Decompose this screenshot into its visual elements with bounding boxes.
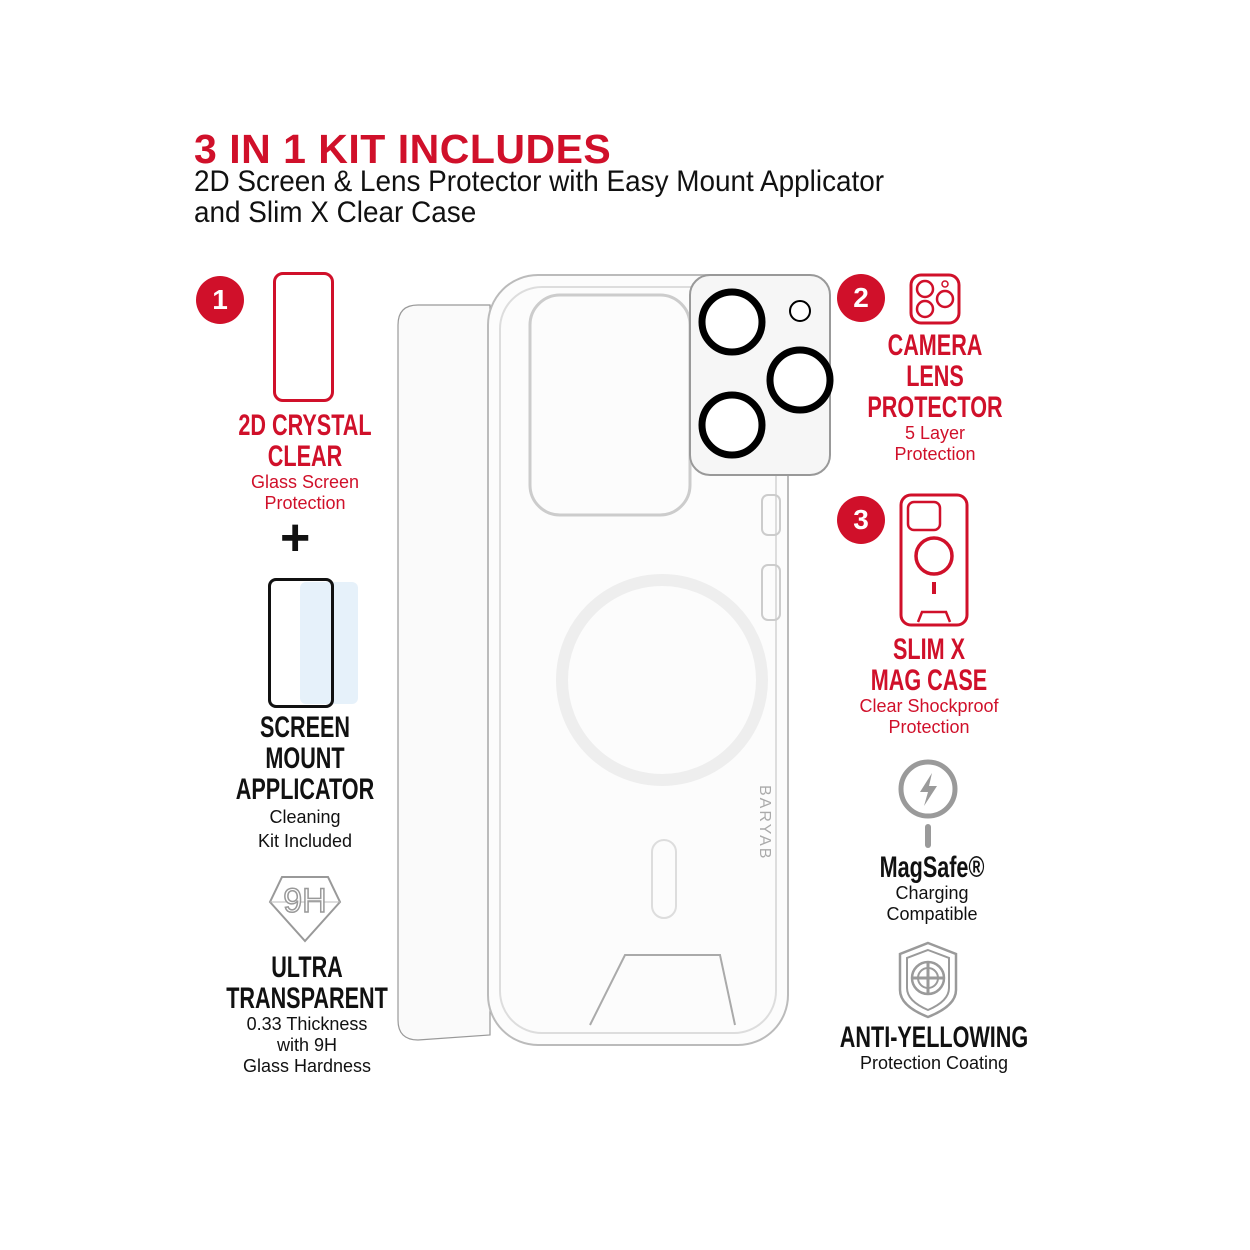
product-illustration: BARYAB: [397, 274, 834, 1046]
magsafe-ring: [556, 574, 768, 786]
svg-text:9H: 9H: [283, 882, 326, 920]
ultra-transparent-label: ULTRA TRANSPARENT 0.33 Thickness with 9H…: [226, 951, 388, 1076]
step-badge-2: 2: [837, 274, 885, 322]
magsafe-icon: [898, 759, 958, 848]
step-badge-3: 3: [837, 496, 885, 544]
case-label: SLIM X MAG CASE Clear Shockproof Protect…: [859, 633, 999, 737]
page-subtitle: 2D Screen & Lens Protector with Easy Mou…: [194, 165, 885, 229]
applicator-glass-icon: [300, 582, 358, 704]
svg-text:BARYAB: BARYAB: [756, 785, 773, 860]
camera-lens-icon: [909, 273, 961, 325]
screen-protector-icon: [273, 272, 334, 402]
case-icon: [899, 493, 969, 627]
plus-icon: +: [280, 509, 311, 567]
shield-icon: [898, 941, 958, 1019]
page-title: 3 IN 1 KIT INCLUDES: [194, 126, 612, 172]
applicator-label: SCREEN MOUNT APPLICATOR Cleaning Kit Inc…: [235, 711, 375, 851]
step-badge-1: 1: [196, 276, 244, 324]
camera-lens-label: CAMERA LENS PROTECTOR 5 Layer Protection: [867, 329, 1003, 464]
diamond-9h-icon: 9H: [268, 876, 342, 943]
anti-yellowing-label: ANTI-YELLOWING Protection Coating: [839, 1021, 1029, 1073]
screen-protector-label: 2D CRYSTAL CLEAR Glass Screen Protection: [238, 409, 372, 513]
magsafe-label: MagSafe® Charging Compatible: [879, 851, 985, 924]
glass-screen-image: [397, 304, 491, 1041]
applicator-frame-icon: [268, 578, 334, 708]
lens-protector-image: [689, 274, 834, 476]
